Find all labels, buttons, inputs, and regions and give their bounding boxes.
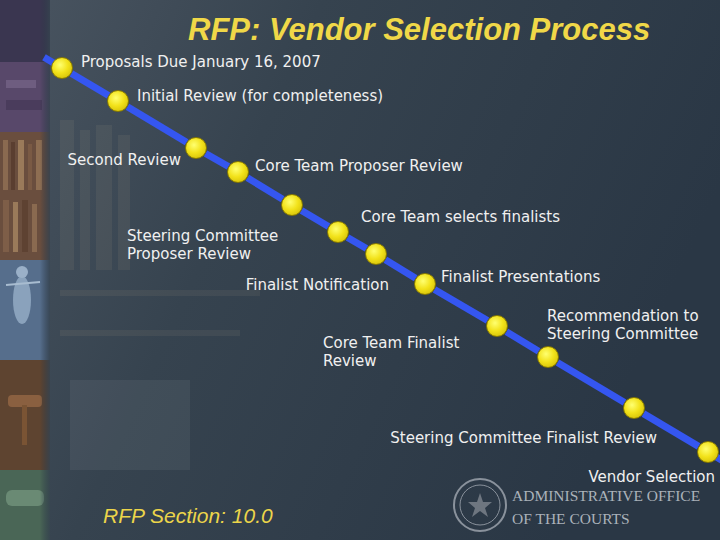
milestone-label: Steering Committee Proposer Review: [127, 227, 299, 263]
timeline-extension: [44, 57, 720, 461]
timeline-segment: [506, 332, 538, 352]
milestone-label: Core Team Proposer Review: [255, 157, 463, 175]
milestone-label: Proposals Due January 16, 2007: [81, 53, 321, 71]
timeline-segment: [557, 363, 624, 403]
milestone-label: Recommendation to Steering Committee: [547, 307, 715, 343]
milestone-dot: Steering Committee Proposer Review: [281, 194, 303, 216]
milestone-dot: Steering Committee Finalist Review: [623, 397, 645, 419]
milestone-dot: Finalist Presentations: [414, 273, 436, 295]
milestone-dot: Core Team selects finalists: [327, 221, 349, 243]
timeline-segment: [348, 238, 367, 249]
timeline-segment: [247, 178, 282, 200]
milestone-dot: Finalist Notification: [365, 243, 387, 265]
court-seal: [454, 479, 506, 531]
milestone-label: Second Review: [68, 151, 182, 169]
milestone-label: Steering Committee Finalist Review: [390, 429, 657, 447]
milestone-dot: Core Team Finalist Review: [486, 315, 508, 337]
milestone-dot: Recommendation to Steering Committee: [537, 346, 559, 368]
milestone-label: Core Team Finalist Review: [323, 334, 483, 370]
milestone-dot: Initial Review (for completeness): [107, 90, 129, 112]
timeline-segment: [435, 290, 488, 321]
timeline-segment: [206, 153, 229, 166]
milestone-dot: Vendor Selection: [697, 441, 719, 463]
timeline-segment: [127, 107, 186, 143]
photo-strip: [0, 0, 50, 540]
milestone-label: Core Team selects finalists: [361, 208, 560, 226]
office-name: ADMINISTRATIVE OFFICE OF THE COURTS: [512, 484, 704, 530]
milestone-label: Finalist Presentations: [441, 268, 600, 286]
slide-title: RFP: Vendor Selection Process: [188, 12, 650, 48]
milestone-label: Vendor Selection: [588, 468, 715, 486]
timeline-segment: [71, 74, 108, 96]
milestone-dot: Core Team Proposer Review: [227, 161, 249, 183]
milestone-label: Initial Review (for completeness): [137, 87, 383, 105]
milestone-dot: Second Review: [185, 137, 207, 159]
milestone-label: Finalist Notification: [246, 276, 389, 294]
timeline-segment: [301, 211, 328, 227]
section-reference: RFP Section: 10.0: [103, 503, 273, 529]
faint-library-photo: [60, 120, 260, 470]
timeline-segment: [385, 260, 415, 279]
milestone-dot: Proposals Due January 16, 2007: [51, 57, 73, 79]
